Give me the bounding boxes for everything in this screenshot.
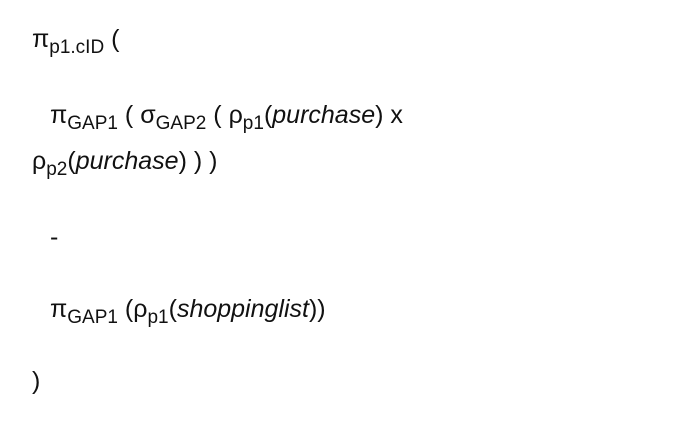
rho-subscript: p1 — [242, 113, 264, 134]
pi-symbol: π — [50, 101, 68, 129]
expr-line-4: - — [50, 222, 58, 252]
open-paren: ( — [124, 101, 134, 129]
rho-symbol: ρ — [228, 101, 243, 129]
close-paren: ) — [178, 147, 187, 175]
pi-subscript: p1.cID — [49, 37, 105, 58]
open-paren: ( — [67, 147, 76, 175]
relation-name: purchase — [75, 147, 179, 175]
rho-symbol: ρ — [133, 295, 148, 323]
expr-line-1: πp1.cID ( — [32, 24, 120, 58]
rho-subscript: p1 — [147, 307, 169, 328]
pi-subscript: GAP1 — [67, 307, 118, 328]
open-paren: ( — [213, 101, 222, 129]
minus-operator: - — [50, 223, 59, 251]
expr-line-3: ρp2(purchase) ) ) — [32, 146, 218, 180]
open-paren: ( — [168, 295, 177, 323]
pi-subscript: GAP1 — [67, 113, 118, 134]
expr-line-5: πGAP1 (ρp1(shoppinglist)) — [50, 294, 326, 328]
rho-symbol: ρ — [32, 147, 47, 175]
pi-symbol: π — [32, 25, 50, 53]
rho-subscript: p2 — [46, 159, 68, 180]
open-paren: ( — [111, 25, 120, 53]
open-paren: ( — [124, 295, 134, 323]
expr-line-6: ) — [32, 366, 40, 396]
relation-name: purchase — [272, 101, 376, 129]
sigma-subscript: GAP2 — [155, 113, 207, 134]
sigma-symbol: σ — [140, 101, 156, 129]
open-paren: ( — [263, 101, 273, 129]
cross-product-operator: x — [390, 101, 403, 129]
relation-name: shoppinglist — [176, 295, 309, 323]
close-parens: ) ) — [193, 147, 218, 175]
close-paren: ) — [375, 101, 384, 129]
close-paren: ) — [32, 367, 41, 395]
pi-symbol: π — [50, 295, 68, 323]
expr-line-2: πGAP1 ( σGAP2 ( ρp1(purchase) x — [50, 100, 403, 134]
close-parens: )) — [308, 295, 326, 323]
